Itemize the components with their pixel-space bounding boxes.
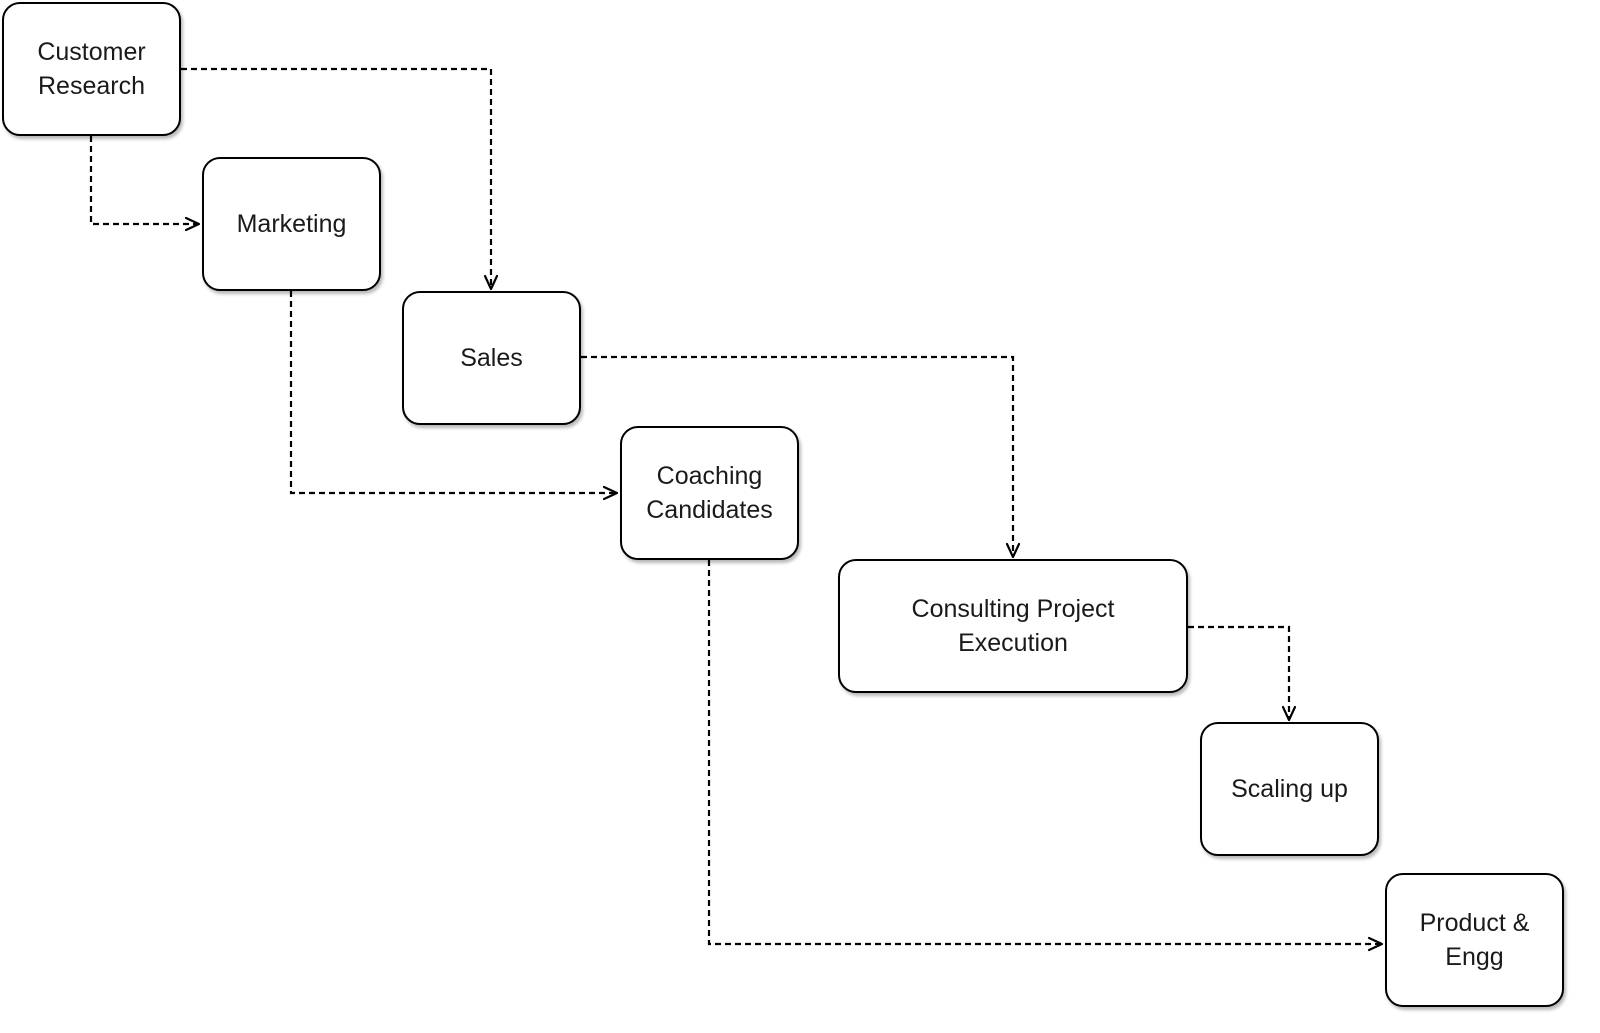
node-consulting-project-execution[interactable]: Consulting Project Execution xyxy=(838,559,1188,693)
edge-customer-research-to-sales xyxy=(181,67,493,286)
node-coaching-candidates[interactable]: Coaching Candidates xyxy=(620,426,799,560)
arrowhead-coaching-candidates xyxy=(602,485,619,501)
edge-coaching-to-product-engg xyxy=(707,560,1380,946)
arrowhead-product-engg xyxy=(1367,936,1384,952)
edge-marketing-to-coaching-candidates xyxy=(289,291,615,495)
edge-consulting-to-scaling-up xyxy=(1188,625,1291,717)
arrowhead-sales xyxy=(483,274,499,291)
edge-sales-to-consulting-project-execution xyxy=(581,355,1015,554)
arrowhead-marketing xyxy=(184,216,201,232)
node-product-engg[interactable]: Product & Engg xyxy=(1385,873,1564,1007)
node-scaling-up[interactable]: Scaling up xyxy=(1200,722,1379,856)
node-marketing[interactable]: Marketing xyxy=(202,157,381,291)
arrowhead-scaling-up xyxy=(1281,705,1297,722)
node-customer-research[interactable]: Customer Research xyxy=(2,2,181,136)
node-sales[interactable]: Sales xyxy=(402,291,581,425)
arrowhead-consulting-project-execution xyxy=(1005,542,1021,559)
edge-customer-research-to-marketing xyxy=(89,136,197,226)
